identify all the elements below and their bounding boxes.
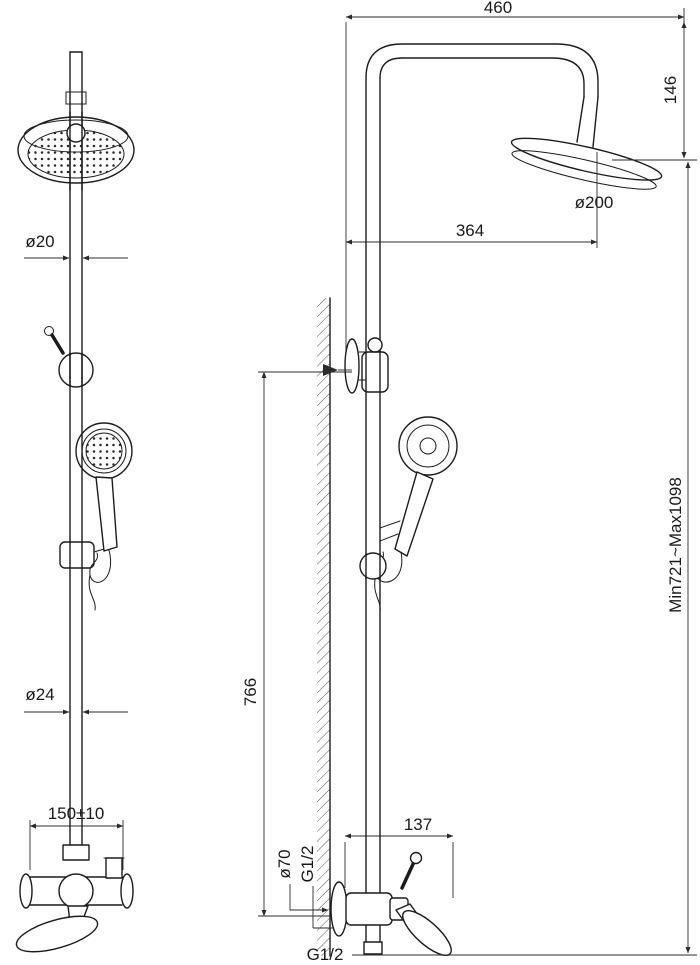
dim-label-o20: ø20 — [25, 232, 54, 251]
dim-head-drop: 146 — [612, 21, 697, 161]
dim-top-width: 460 — [345, 0, 685, 368]
dim-valve-depth: 137 — [344, 815, 454, 898]
diverter-knob-front — [105, 857, 123, 879]
dim-label-o24: ø24 — [25, 685, 54, 704]
slider-knob-side — [359, 552, 387, 580]
rain-head-side — [510, 137, 663, 190]
dim-label-460: 460 — [484, 0, 512, 17]
hand-shower-front — [59, 422, 133, 611]
dim-label-o70: ø70 — [275, 849, 294, 878]
side-view: ø200 460 146 364 — [241, 0, 697, 964]
dim-label-o200: ø200 — [575, 193, 614, 212]
dim-label-min-max: Min721~Max1098 — [666, 477, 685, 613]
dim-label-146: 146 — [661, 76, 680, 104]
mixer-lever-front — [15, 915, 99, 953]
mixer-valve-front — [15, 844, 134, 953]
dim-label-g12-outlet: G1/2 — [307, 945, 344, 964]
wall-bracket-side — [323, 337, 389, 394]
dim-escutcheon-and-thread: ø70 G1/2 — [275, 846, 344, 931]
dim-bracket-height: 766 — [241, 371, 352, 917]
rain-head-front — [17, 111, 135, 191]
mixer-valve-side — [330, 851, 452, 956]
dim-height-range: Min721~Max1098 — [352, 161, 697, 956]
dim-valve-centers: 150±10 — [29, 804, 124, 870]
dim-label-766: 766 — [241, 678, 260, 706]
dim-label-364: 364 — [456, 221, 484, 240]
column-pipe-side — [365, 77, 381, 951]
front-view: ø20 ø24 — [15, 51, 135, 953]
dim-pipe-lower-diameter: ø24 — [24, 685, 128, 715]
hand-shower-side — [359, 416, 458, 613]
diverter-knob-side — [400, 860, 416, 890]
dim-head-offset: 364 — [345, 152, 598, 248]
slider-clamp-front — [44, 326, 94, 388]
dim-pipe-upper-diameter: ø20 — [24, 232, 128, 261]
wall-section — [317, 297, 331, 957]
mixer-lever-side — [402, 910, 452, 956]
dim-label-137: 137 — [404, 815, 432, 834]
gooseneck-arm — [365, 43, 599, 148]
dim-label-g12-inlet: G1/2 — [298, 846, 317, 883]
dim-label-150: 150±10 — [48, 804, 105, 823]
fixing-screw-icon — [323, 364, 338, 376]
